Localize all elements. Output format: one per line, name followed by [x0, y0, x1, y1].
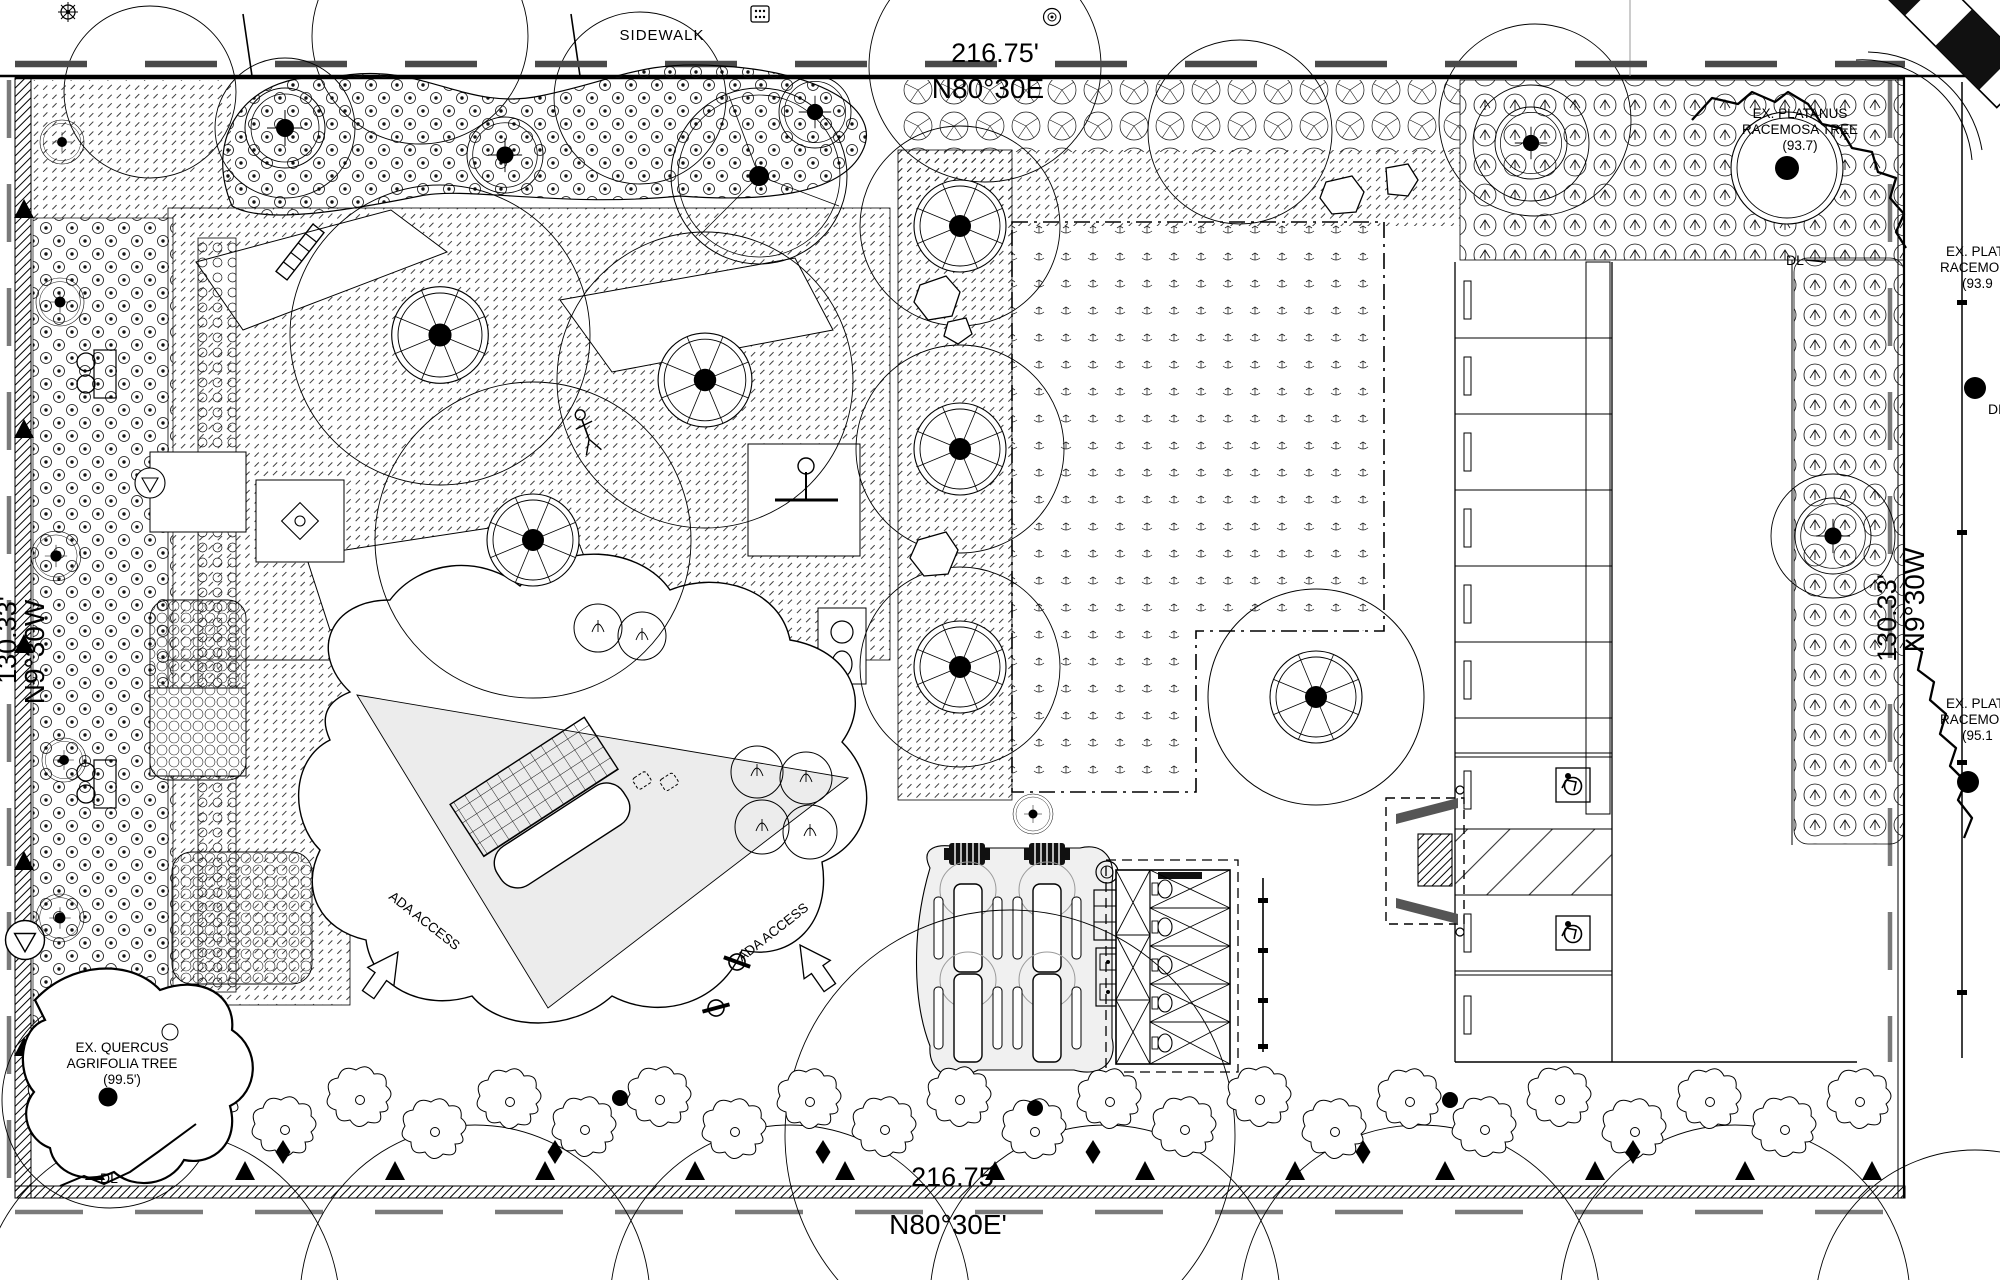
band-diamond-markers [275, 1140, 1641, 1164]
utility-valve-icon [58, 2, 78, 22]
utility-box-icon [750, 5, 770, 23]
wheelchair-icon [1561, 920, 1583, 944]
playground: ADA ACCESS ADA ACCESS [297, 553, 868, 1024]
oak-dripline-outline [21, 967, 254, 1185]
wheelchair-icon [1561, 772, 1583, 796]
utility-manhole-icon [1042, 7, 1062, 27]
dim-bottom-bearing: N80°30E' [889, 1209, 1007, 1240]
exercise-figure-glyph [574, 409, 602, 456]
quercus-label-line3: (99.5') [103, 1072, 141, 1087]
ada-stall-box [1555, 767, 1591, 803]
shrub-cloud-row [26, 1066, 1892, 1160]
ada-access-aisle [1454, 828, 1613, 896]
dl-label-right-margin: DL [1988, 401, 2000, 417]
toilet-stalls [1149, 869, 1231, 1065]
bed-top-left-corner [33, 80, 231, 218]
ada-arrow-east [786, 935, 844, 998]
dim-right-length: 130.33' [1872, 574, 1902, 662]
platanus-right-upper-line1: EX. PLAT [1946, 244, 2000, 259]
dl-label-bottom-left: DL [100, 1170, 118, 1186]
existing-oak: EX. QUERCUS AGRIFOLIA TREE (99.5') [1, 967, 254, 1209]
platanus-top-label: EX. PLATANUS RACEMOSA TREE (93.7) [1742, 106, 1858, 153]
spring-rider [701, 999, 731, 1017]
oak-dripline-tail [59, 1123, 197, 1187]
stall-stripes [1455, 337, 1612, 976]
platanus-top-line1: EX. PLATANUS [1753, 106, 1848, 121]
offsite-tree-dot [1964, 377, 1986, 399]
platanus-right-upper-line2: RACEMOS [1940, 260, 2000, 275]
play-structure [449, 716, 679, 889]
oak-trunk-dot [98, 1087, 118, 1107]
building-roof-dashed [1105, 859, 1239, 1073]
street-strip: SIDEWALK [0, 0, 2000, 78]
dim-right-bearing: N9°30W [1899, 547, 1930, 652]
entry-trellis [1385, 785, 1465, 937]
dim-left-length: 130.33' [0, 596, 22, 684]
sidewalk-joint-tick [242, 13, 253, 77]
platanus-right-upper-line3: (93.9 [1962, 276, 1993, 291]
picnic-pad [255, 479, 345, 563]
toilet-fixtures [1151, 879, 1173, 1053]
shade-sail-triangle [356, 694, 850, 1009]
ladder-equipment-glyph [275, 223, 325, 281]
dimension-labels: 216.75' N80°30E 216.75' N80°30E' 130.33'… [0, 38, 1930, 1240]
bed-east-edge [1793, 257, 1905, 845]
boulders [909, 163, 1419, 577]
dim-top-bearing: N80°30E [932, 73, 1044, 104]
specimen-tree [670, 87, 848, 265]
dim-left-bearing: N9°30W [19, 599, 50, 704]
pad-table-glyph [280, 501, 320, 541]
platanus-right-lower-line3: (95.1 [1962, 728, 1993, 743]
turf-lawn-area [1011, 221, 1385, 793]
north-scale-bar [1861, 0, 2000, 109]
bed-top-west-blob [222, 64, 868, 216]
platanus-right-lower-line2: RACEMOSA [1940, 712, 2000, 727]
plant-symbol [134, 467, 166, 499]
platanus-top-line3: (93.7) [1782, 138, 1817, 153]
turf-courtyard [1011, 221, 1385, 793]
picnic-area [915, 842, 1121, 1077]
ada-stall-box [1555, 915, 1591, 951]
corner-arc [1867, 51, 1983, 151]
quercus-label-line1: EX. QUERCUS [75, 1040, 168, 1055]
equipment-pad [149, 451, 247, 533]
dl-label-top-right: DL [1786, 252, 1804, 268]
existing-canopy-dripline-mid [1905, 639, 1974, 839]
pullup-bar-glyph [775, 457, 838, 502]
restroom-building [1105, 859, 1268, 1073]
corridor-braces [1115, 869, 1151, 1065]
trees [30, 57, 1896, 943]
dim-bottom-length: 216.75' [911, 1162, 999, 1192]
sidewalk-label: SIDEWALK [620, 27, 705, 44]
spring-rider [723, 953, 751, 971]
quercus-label-line2: AGRIFOLIA TREE [67, 1056, 178, 1071]
parking-curb-walk [1585, 261, 1611, 815]
paving-patch [171, 851, 313, 985]
existing-canopy-dripline-top [1691, 90, 1907, 249]
parking-lot [1385, 260, 1857, 1063]
garden-path [559, 257, 834, 373]
platanus-top-line2: RACEMOSA TREE [1742, 122, 1858, 137]
labeled-platanus-tree [1730, 111, 1844, 225]
paving-patch [149, 599, 247, 781]
fountain-bowl [830, 620, 854, 644]
offsite-tree-dot [1957, 771, 1979, 793]
corner-arc [1855, 59, 1973, 161]
wheel-stops [1463, 280, 1472, 1035]
platanus-right-lower-line1: EX. PLAT. [1946, 696, 2000, 711]
counter-sink-unit [1093, 860, 1121, 1007]
right-margin: EX. PLAT RACEMOS (93.9 EX. PLAT. RACEMOS… [1691, 82, 2000, 1058]
bed-top-center-shrubs [898, 80, 1460, 152]
west-edge-equipment [4, 199, 166, 1056]
play-planting-circles [573, 603, 838, 860]
dim-top-length: 216.75' [951, 38, 1039, 68]
